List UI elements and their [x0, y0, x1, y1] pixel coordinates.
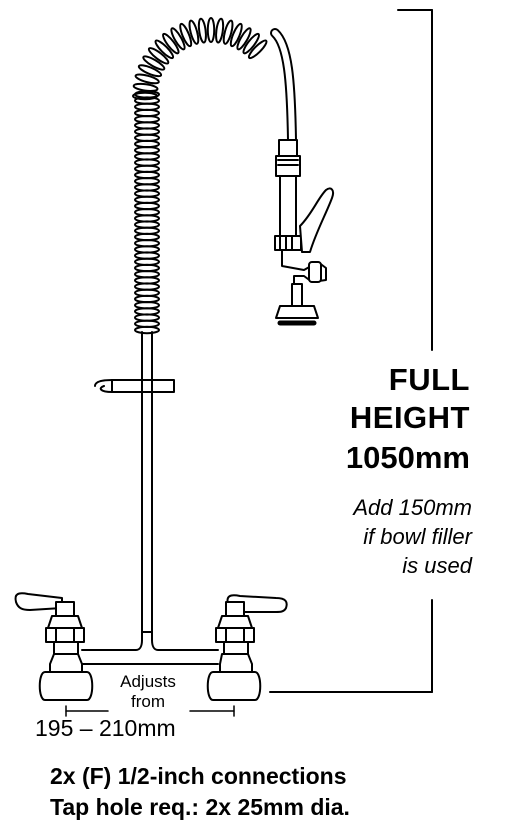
mixing-body: [81, 631, 219, 665]
connections-spec: 2x (F) 1/2-inch connections: [50, 763, 347, 789]
wall-bracket: [94, 379, 175, 393]
spring-ring: [242, 32, 260, 55]
full-label: FULL: [388, 362, 470, 397]
spring-ring: [154, 39, 175, 60]
spring-ring: [132, 82, 159, 92]
spring-ring: [142, 55, 166, 71]
bowl-filler-note-line-2: if bowl filler: [363, 524, 472, 549]
spring-ring: [170, 27, 186, 51]
right-valve: [206, 594, 288, 701]
tap-hole-spec: Tap hole req.: 2x 25mm dia.: [50, 794, 350, 820]
spring-ring: [179, 22, 193, 48]
spring-ring: [134, 73, 160, 85]
bowl-filler-note-line-3: is used: [402, 553, 472, 578]
spray-head: [274, 139, 335, 326]
spring-ring: [132, 91, 158, 101]
spring-ring: [215, 17, 225, 44]
spring-ring: [137, 64, 163, 78]
spring-ring: [162, 32, 180, 55]
spring-ring: [197, 17, 207, 44]
spring-ring: [147, 47, 170, 65]
spring-ring: [229, 22, 243, 48]
from-label: from: [131, 692, 165, 711]
spring-ring: [236, 27, 252, 51]
height-label: HEIGHT: [349, 400, 470, 435]
height-dimension-bracket: [269, 9, 433, 693]
adjusts-label: Adjusts: [120, 672, 176, 691]
spring-ring: [222, 19, 234, 45]
spring-ring: [188, 19, 200, 45]
height-value: 1050mm: [345, 440, 470, 475]
bowl-filler-note-line-1: Add 150mm: [353, 495, 472, 520]
riser-pipe: [141, 331, 153, 641]
adjust-width-dimension: [65, 705, 235, 717]
left-valve: [14, 592, 94, 701]
spring-coil: [132, 17, 268, 335]
spring-ring: [206, 17, 216, 43]
spring-ring: [247, 39, 268, 60]
adjust-range-value: 195 – 210mm: [35, 715, 176, 741]
